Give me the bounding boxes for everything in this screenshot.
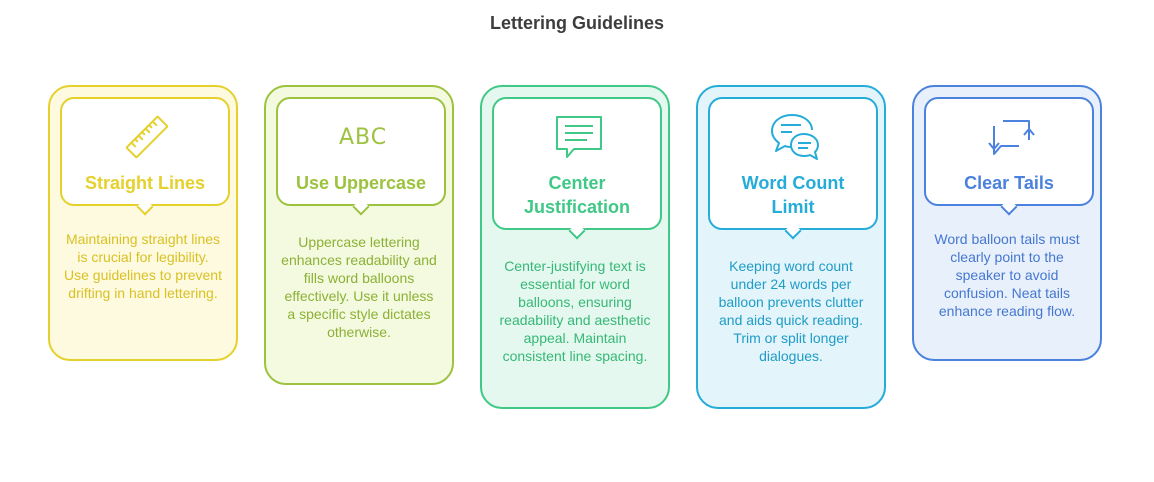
card-header-balloon: Straight Lines (60, 97, 230, 216)
card-use-uppercase: ABC Use Uppercase Uppercase lettering en… (264, 85, 454, 385)
diagram-title: Lettering Guidelines (489, 13, 665, 33)
card-heading: Center Justification (524, 173, 631, 217)
card-description: Maintaining straight lines is crucial fo… (64, 231, 222, 301)
card-header-balloon: Clear Tails (924, 97, 1094, 216)
card-description: Uppercase lettering enhances readability… (281, 234, 437, 340)
card-description: Word balloon tails must clearly point to… (934, 231, 1080, 319)
card-header-balloon: Word Count Limit (708, 97, 878, 240)
card-description: Keeping word count under 24 words per ba… (718, 258, 864, 364)
card-description: Center-justifying text is essential for … (499, 258, 651, 364)
card-heading: Clear Tails (964, 173, 1054, 193)
card-header-balloon: Center Justification (492, 97, 662, 240)
card-heading: Word Count Limit (741, 173, 845, 217)
ruler-icon (122, 112, 172, 162)
exchange-arrows-bubble-icon (986, 112, 1036, 162)
card-heading: Straight Lines (84, 173, 205, 193)
card-heading: Use Uppercase (295, 173, 427, 193)
card-straight-lines: Straight Lines Maintaining straight line… (48, 85, 238, 361)
card-clear-tails: Clear Tails Word balloon tails must clea… (912, 85, 1102, 361)
card-word-count-limit: Word Count Limit Keeping word count unde… (696, 85, 886, 409)
text-speech-bubble-icon (554, 112, 604, 162)
card-center-justification: Center Justification Center-justifying t… (480, 85, 670, 409)
card-header-balloon: ABC Use Uppercase (276, 97, 446, 216)
conversation-bubbles-icon (770, 112, 820, 162)
abc-letters-icon: ABC (338, 124, 388, 150)
